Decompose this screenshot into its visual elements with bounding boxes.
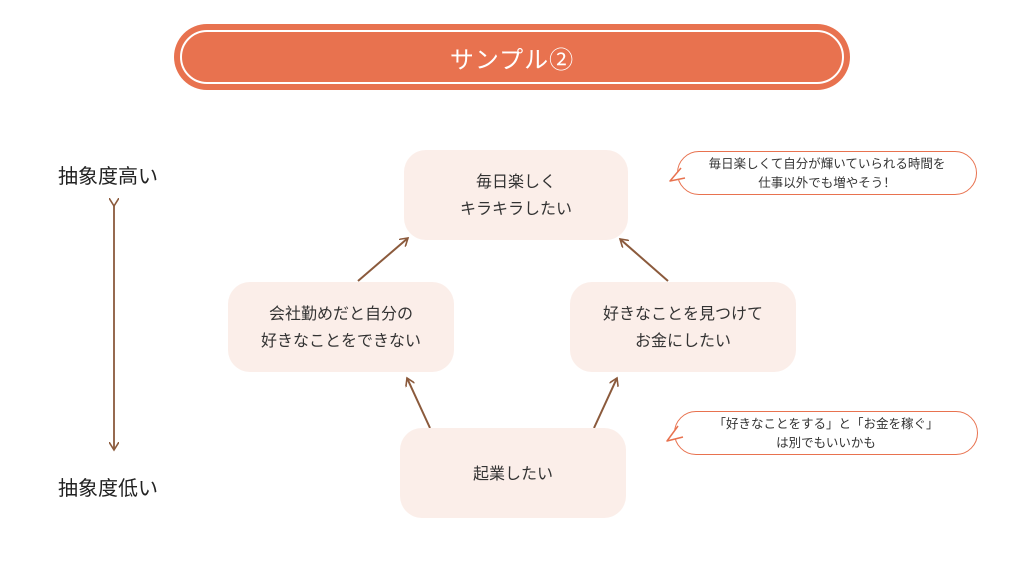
callout-top-line2: 仕事以外でも増やそう！ bbox=[758, 175, 896, 190]
node-right: 好きなことを見つけて お金にしたい bbox=[570, 282, 796, 372]
node-right-line2: お金にしたい bbox=[634, 331, 731, 350]
node-top: 毎日楽しく キラキラしたい bbox=[404, 150, 628, 240]
callout-bottom-line1: 「好きなことをする」と「お金を稼ぐ」 bbox=[713, 416, 939, 431]
callout-bottom-line2: は別でもいいかも bbox=[776, 435, 876, 450]
callout-bottom: 「好きなことをする」と「お金を稼ぐ」 は別でもいいかも bbox=[674, 411, 978, 455]
title-banner: サンプル② bbox=[174, 24, 850, 90]
callout-bottom-tail bbox=[666, 425, 684, 442]
node-right-line1: 好きなことを見つけて bbox=[602, 304, 763, 323]
arrow-bottom-to-left bbox=[407, 378, 431, 429]
node-left-line2: 好きなことをできない bbox=[260, 331, 421, 350]
node-bottom: 起業したい bbox=[400, 428, 626, 518]
node-left: 会社勤めだと自分の 好きなことをできない bbox=[228, 282, 454, 372]
page-title: サンプル② bbox=[180, 30, 844, 84]
callout-top: 毎日楽しくて自分が輝いていられる時間を 仕事以外でも増やそう！ bbox=[677, 151, 977, 195]
arrow-bottom-to-right bbox=[593, 378, 617, 429]
node-left-line1: 会社勤めだと自分の bbox=[268, 304, 413, 323]
axis-high-label: 抽象度高い bbox=[58, 164, 158, 188]
arrow-left-to-top bbox=[357, 238, 408, 282]
callout-top-line1: 毎日楽しくて自分が輝いていられる時間を bbox=[708, 156, 946, 171]
callout-top-tail bbox=[669, 167, 686, 182]
arrow-right-to-top bbox=[620, 239, 669, 282]
node-bottom-line1: 起業したい bbox=[472, 463, 553, 483]
node-top-line2: キラキラしたい bbox=[459, 199, 572, 218]
axis-low-label: 抽象度低い bbox=[58, 476, 158, 500]
node-top-line1: 毎日楽しく bbox=[475, 172, 556, 191]
